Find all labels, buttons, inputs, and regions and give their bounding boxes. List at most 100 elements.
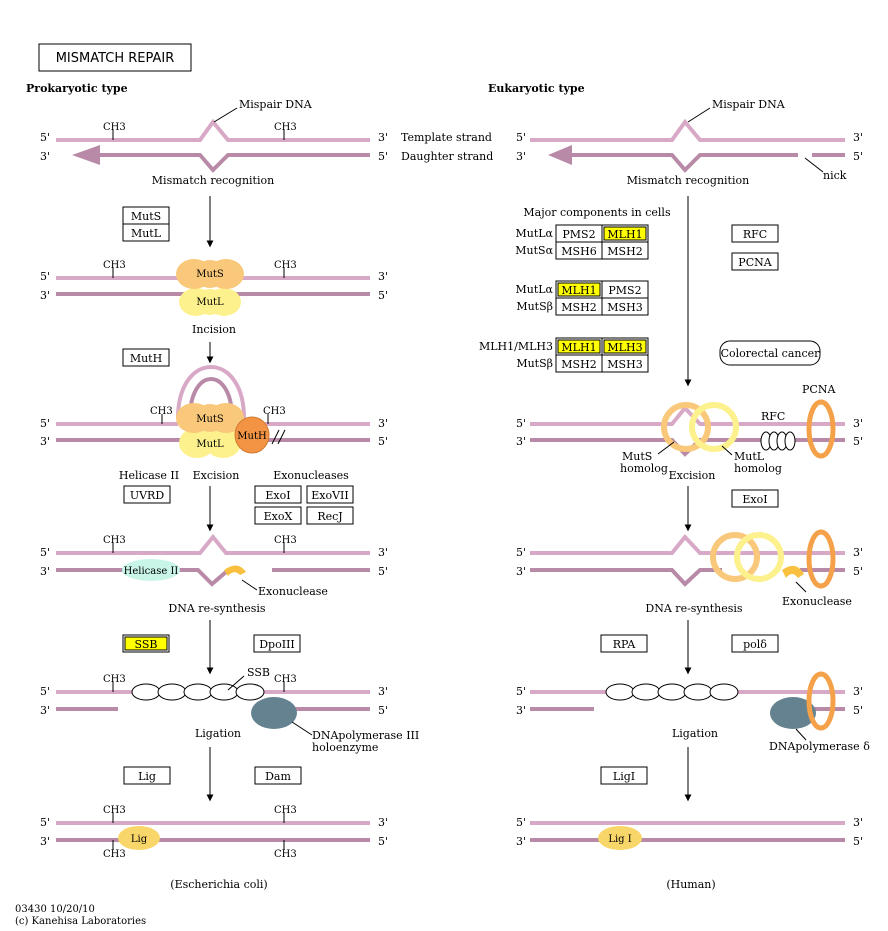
svg-text:DpoIII: DpoIII <box>259 638 295 651</box>
gene-box-ssb[interactable]: SSB <box>122 634 170 653</box>
svg-text:MutS: MutS <box>196 414 224 425</box>
gene-box-msh3[interactable]: MSH3 <box>601 354 649 373</box>
gene-box-mlh3[interactable]: MLH3 <box>601 337 649 356</box>
gene-box-msh6[interactable]: MSH6 <box>555 241 603 260</box>
dna-polymerase-delta[interactable] <box>770 697 816 729</box>
gene-box-uvrd[interactable]: UVRD <box>123 485 171 504</box>
lig-protein[interactable]: Lig <box>118 826 160 850</box>
svg-text:PMS2: PMS2 <box>608 284 641 297</box>
muts-homolog-ring[interactable] <box>661 402 711 452</box>
step-label: DNA re-synthesis <box>168 602 265 615</box>
muts-homolog-label: MutS <box>622 450 652 463</box>
prime-label: 3' <box>516 704 526 717</box>
gene-box-msh2[interactable]: MSH2 <box>601 241 649 260</box>
mutl-protein[interactable]: MutL <box>179 428 241 458</box>
eukaryotic-heading: Eukaryotic type <box>488 82 585 95</box>
step-label: Excision <box>669 469 716 482</box>
gene-box-exoi[interactable]: ExoI <box>731 489 779 508</box>
svg-text:MSH6: MSH6 <box>561 245 596 258</box>
exonuclease-label: Exonuclease <box>782 595 852 608</box>
prime-label: 3' <box>40 835 50 848</box>
prokaryotic-heading: Prokaryotic type <box>26 82 128 95</box>
rfc-complex[interactable] <box>760 431 796 451</box>
muts-protein[interactable]: MutS <box>176 259 244 289</box>
pcna-ring[interactable] <box>806 671 836 731</box>
mutl-homolog-ring[interactable] <box>734 532 784 582</box>
gene-box-msh3[interactable]: MSH3 <box>601 297 649 316</box>
mispair-label: Mispair DNA <box>239 98 313 111</box>
rpa-chain[interactable] <box>605 683 739 701</box>
exonuclease-shape <box>224 565 246 576</box>
gene-box-lig[interactable]: Lig <box>123 766 171 785</box>
mispair-label: Mispair DNA <box>712 98 786 111</box>
step-label: Mismatch recognition <box>627 174 749 187</box>
gene-box-mlh1[interactable]: MLH1 <box>555 337 603 356</box>
gene-box-pms2[interactable]: PMS2 <box>601 280 649 299</box>
mutl-homolog-ring[interactable] <box>689 402 739 452</box>
mutl-protein[interactable]: MutL <box>179 288 241 316</box>
prime-label: 5' <box>853 150 863 163</box>
prime-label: 5' <box>516 685 526 698</box>
gene-box-rpa[interactable]: RPA <box>600 634 648 653</box>
muth-protein[interactable]: MutH <box>234 416 270 454</box>
gene-box-exoi[interactable]: ExoI <box>254 485 302 504</box>
prime-label: 3' <box>853 546 863 559</box>
daughter-strand-label: Daughter strand <box>401 150 493 163</box>
gene-box-mlh1[interactable]: MLH1 <box>555 280 603 299</box>
gene-box-dam[interactable]: Dam <box>254 766 302 785</box>
pcna-ring[interactable] <box>806 399 836 459</box>
prime-label: 5' <box>378 835 388 848</box>
prime-label: 3' <box>516 565 526 578</box>
gene-box-mlh1[interactable]: MLH1 <box>601 224 649 243</box>
gene-box-msh2[interactable]: MSH2 <box>555 354 603 373</box>
svg-text:MSH2: MSH2 <box>561 358 596 371</box>
muts-protein[interactable]: MutS <box>176 403 244 433</box>
svg-text:ExoX: ExoX <box>264 510 293 523</box>
muts-homolog-ring[interactable] <box>710 532 760 582</box>
svg-text:Colorectal cancer: Colorectal cancer <box>721 347 821 360</box>
gene-box-recj[interactable]: RecJ <box>306 506 354 525</box>
svg-text:RPA: RPA <box>613 638 637 651</box>
svg-text:SSB: SSB <box>135 638 158 651</box>
prime-label: 3' <box>378 685 388 698</box>
gene-box-msh2[interactable]: MSH2 <box>555 297 603 316</box>
gene-box-exox[interactable]: ExoX <box>254 506 302 525</box>
svg-text:MutS: MutS <box>196 269 224 280</box>
pcna-ring[interactable] <box>806 529 836 589</box>
prime-label: 5' <box>40 816 50 829</box>
ssb-chain[interactable] <box>131 683 265 701</box>
lig-i-protein[interactable]: Lig I <box>598 826 642 850</box>
svg-text:polδ: polδ <box>743 638 767 651</box>
gene-box-pms2[interactable]: PMS2 <box>555 224 603 243</box>
svg-text:MSH2: MSH2 <box>561 301 596 314</box>
ch3-label: CH3 <box>103 260 126 271</box>
svg-text:Helicase II: Helicase II <box>124 566 179 577</box>
gene-box-pold[interactable]: polδ <box>731 634 779 653</box>
gene-box-dpoiii[interactable]: DpoIII <box>253 634 301 653</box>
euk-row1-dna <box>530 107 845 173</box>
map-id: 03430 10/20/10 <box>15 904 95 915</box>
gene-box-muts[interactable]: MutS <box>122 206 170 225</box>
prime-label: 5' <box>40 131 50 144</box>
svg-text:LigI: LigI <box>613 770 635 783</box>
exonucleases-label: Exonucleases <box>273 469 349 482</box>
gene-box-ligi[interactable]: LigI <box>600 766 648 785</box>
ch3-label: CH3 <box>103 849 126 860</box>
complex-label: MutLα <box>515 227 553 240</box>
gene-box-exovii[interactable]: ExoVII <box>306 485 354 504</box>
prime-label: 3' <box>40 704 50 717</box>
gene-box-mutl[interactable]: MutL <box>122 223 170 242</box>
complex-label: MutSα <box>515 244 553 257</box>
ssb-label: SSB <box>247 666 270 679</box>
gene-box-muth[interactable]: MutH <box>122 348 170 367</box>
prime-label: 3' <box>378 270 388 283</box>
helicase-protein[interactable]: Helicase II <box>122 559 180 581</box>
gene-box-rfc[interactable]: RFC <box>731 224 779 243</box>
disease-colorectal-cancer[interactable]: Colorectal cancer <box>719 340 821 366</box>
gene-box-pcna[interactable]: PCNA <box>731 252 779 271</box>
ch3-label: CH3 <box>274 674 297 685</box>
dna-polymerase-iii[interactable] <box>251 697 297 729</box>
svg-text:PCNA: PCNA <box>738 256 772 269</box>
svg-text:Lig I: Lig I <box>608 834 631 845</box>
prime-label: 3' <box>853 131 863 144</box>
